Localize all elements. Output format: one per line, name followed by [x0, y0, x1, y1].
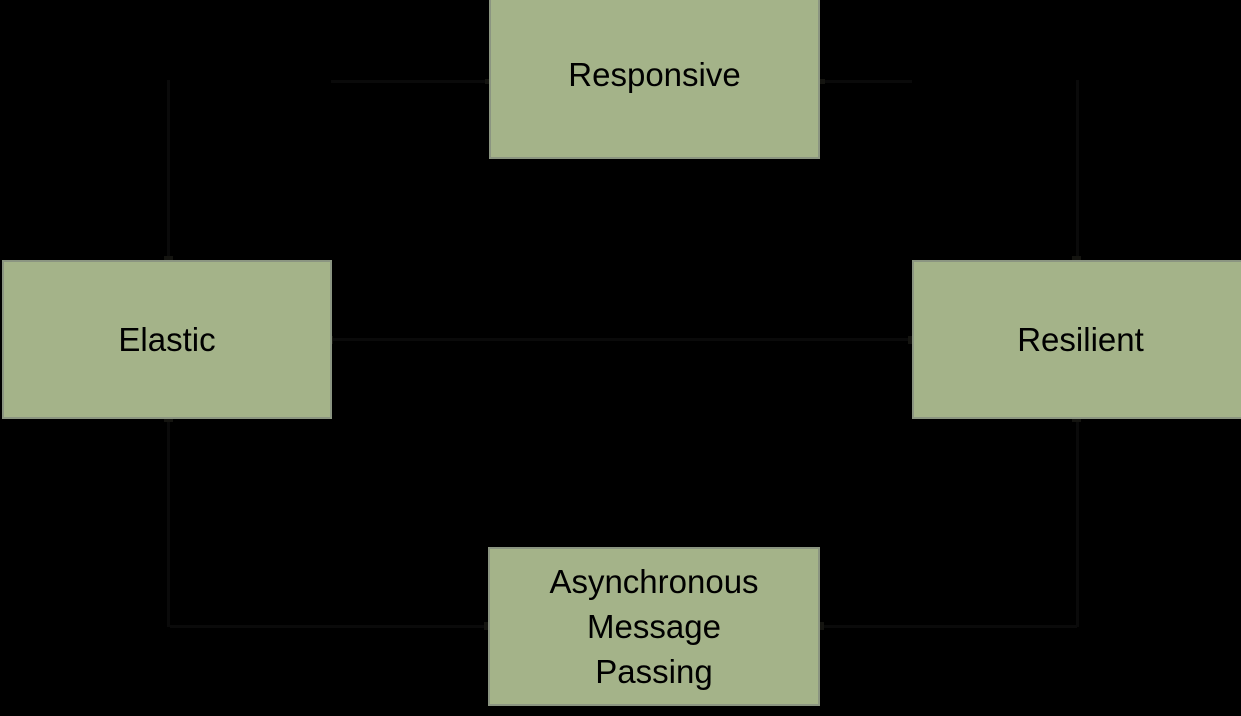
connector-message-passing-to-resilient	[1076, 419, 1079, 627]
connector-stub-responsive-right	[817, 79, 825, 84]
connector-elastic-to-responsive	[331, 80, 489, 83]
connector-stub-resilient-bottom	[1072, 416, 1081, 422]
connector-stub-elastic-bottom	[164, 416, 173, 422]
node-message-passing-label: Asynchronous Message Passing	[549, 563, 759, 690]
connector-stub-elastic-top	[164, 256, 173, 262]
connector-stub-resilient-top	[1072, 256, 1081, 262]
connector-elastic-to-resilient	[331, 338, 912, 341]
node-elastic-label: Elastic	[118, 321, 216, 358]
connector-responsive-to-resilient	[820, 80, 912, 83]
connector-elastic-to-message-passing	[167, 419, 170, 627]
connector-responsive-vertical-right	[1076, 80, 1079, 261]
node-elastic[interactable]: Elastic	[2, 260, 332, 419]
connector-stub-message-passing-right	[816, 622, 824, 630]
node-resilient[interactable]: Resilient	[912, 260, 1241, 419]
connector-stub-resilient-left	[908, 336, 914, 344]
node-responsive[interactable]: Responsive	[489, 0, 820, 159]
connector-resilient-horizontal	[819, 625, 1077, 628]
node-message-passing[interactable]: Asynchronous Message Passing	[488, 547, 820, 706]
node-resilient-label: Resilient	[1017, 321, 1144, 358]
connector-message-passing-horizontal	[170, 625, 488, 628]
node-responsive-label: Responsive	[568, 56, 741, 93]
connector-responsive-vertical-left	[167, 80, 170, 261]
